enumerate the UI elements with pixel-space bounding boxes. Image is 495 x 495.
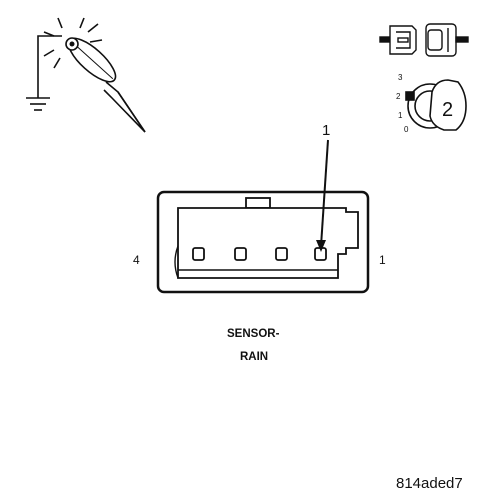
- callout-label: 1: [322, 122, 330, 139]
- component-name-line1: SENSOR-: [227, 328, 280, 340]
- key-position-3: 3: [398, 73, 403, 82]
- connector-body: [156, 190, 370, 294]
- figure-id: 814aded7: [396, 475, 463, 492]
- pin-label-left: 4: [133, 253, 140, 267]
- test-light-icon: [37, 17, 146, 133]
- connector-disconnected-icon: [379, 23, 469, 57]
- pin-label-right: 1: [379, 253, 386, 267]
- key-position-2: 2: [396, 92, 401, 101]
- cavity-2: [275, 247, 288, 261]
- ignition-key-icon: [405, 79, 467, 131]
- key-position-1: 1: [398, 111, 403, 120]
- cavity-4: [192, 247, 205, 261]
- callout-leader: [316, 139, 329, 252]
- component-name-line2: RAIN: [240, 351, 268, 363]
- cavity-3: [234, 247, 247, 261]
- key-position-0: 0: [404, 125, 409, 134]
- ground-icon: [26, 97, 50, 111]
- key-selected-position: 2: [442, 99, 453, 121]
- terminal-cavities: [192, 247, 327, 261]
